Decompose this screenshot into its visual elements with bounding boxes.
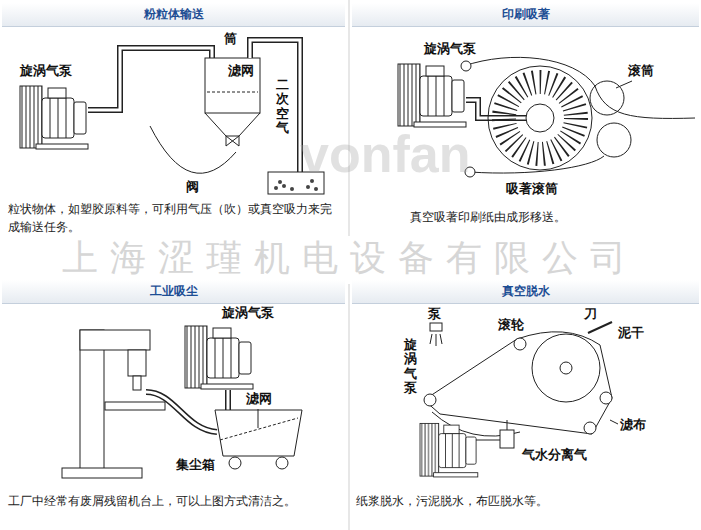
panel-title: 印刷吸著: [502, 6, 550, 23]
part-label: 旋涡气泵: [404, 338, 417, 395]
caption-text: 纸浆脱水，污泥脱水，布匹脱水等。: [356, 492, 691, 510]
panel-title: 工业吸尘: [150, 283, 198, 300]
part-label: 吸著滚筒: [506, 182, 558, 197]
caption-text: 粒状物体，如塑胶原料等，可利用气压（吹）或真空吸力来完成输送任务。: [8, 200, 343, 236]
part-label: 阀: [186, 180, 199, 195]
part-label: 滤网: [228, 64, 254, 79]
part-label: 集尘箱: [176, 458, 215, 473]
part-label: 气水分离气: [522, 448, 587, 463]
part-label: 刀: [584, 307, 597, 322]
vacuum-dewatering-art: [420, 322, 618, 477]
panel-title: 粉粒体输送: [144, 6, 204, 23]
part-label: 筒: [224, 32, 237, 47]
header-band: 真空脱水: [352, 280, 699, 304]
part-label: 滤布: [620, 418, 646, 433]
caption-text: 真空吸著印刷纸由成形移送。: [410, 208, 695, 226]
part-label: 滚轮: [498, 318, 524, 333]
part-label: 旋涡气泵: [20, 64, 72, 79]
part-label: 滤网: [246, 392, 272, 407]
watermark-text: vonfan: [300, 128, 470, 180]
caption-text: 工厂中经常有废屑残留机台上，可以上图方式清洁之。: [8, 492, 343, 510]
part-label: 滚筒: [628, 64, 654, 79]
part-label: 旋涡气泵: [222, 306, 274, 321]
panel-title: 真空脱水: [502, 283, 550, 300]
powder-conveying-art: [20, 40, 324, 194]
watermark-text: 上海涩瑾机电设备有限公司: [62, 238, 638, 278]
header-band: 工业吸尘: [2, 280, 345, 304]
part-label: 泵: [428, 307, 441, 322]
part-label: 二次空气: [276, 78, 289, 135]
part-label: 旋涡气泵: [424, 42, 476, 57]
part-label: 泥干: [618, 326, 644, 341]
header-band: 粉粒体输送: [2, 3, 345, 27]
header-band: 印刷吸著: [352, 3, 699, 27]
dust-collection-art: [62, 326, 302, 478]
